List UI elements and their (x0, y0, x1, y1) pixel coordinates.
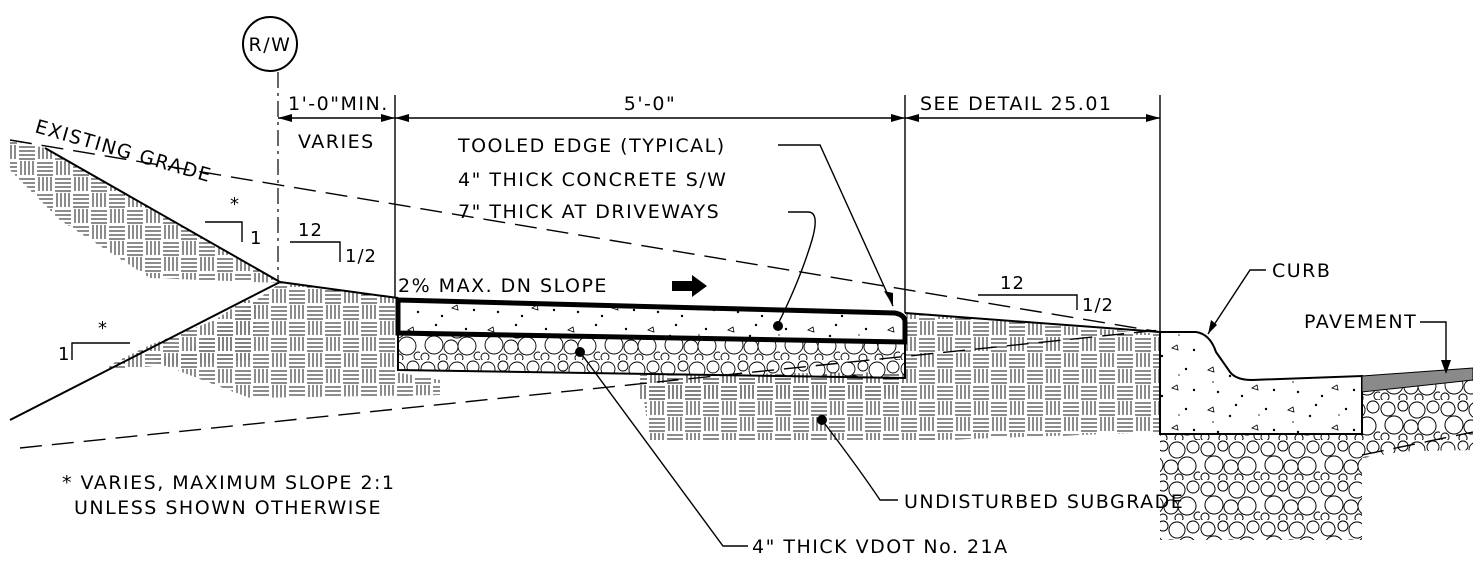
cut-slope-ratio: * 1 (205, 194, 262, 249)
driveways-label: 7" THICK AT DRIVEWAYS (458, 201, 720, 223)
svg-text:1: 1 (58, 344, 70, 365)
pavement-leader (1420, 321, 1447, 372)
subgrade-label: UNDISTURBED SUBGRADE (904, 491, 1184, 513)
concrete-sw-label: 4" THICK CONCRETE S/W (458, 169, 727, 191)
left-grade-ratio: 12 1/2 (290, 220, 377, 267)
sidewalk-outline (395, 297, 908, 345)
tooled-edge-label: TOOLED EDGE (TYPICAL) (457, 135, 726, 157)
vdot-label: 4" THICK VDOT No. 21A (752, 536, 1009, 558)
right-grade-ratio: 12 1/2 (978, 273, 1114, 316)
rw-label: R/W (249, 34, 292, 56)
tooled-edge-leader (778, 144, 894, 307)
curb (1159, 331, 1363, 435)
slope-note: 2% MAX. DN SLOPE (398, 275, 608, 297)
min-offset-dim: 1'-0"MIN. (288, 93, 389, 115)
curb-label: CURB (1272, 260, 1331, 282)
concrete-leader (777, 211, 816, 325)
svg-text:1/2: 1/2 (345, 246, 377, 267)
subgrade-leader (821, 419, 898, 501)
concrete-sidewalk (398, 298, 905, 342)
sidewalk-width-dim: 5'-0" (624, 93, 677, 115)
dimension-lines (278, 95, 1161, 332)
svg-text:12: 12 (298, 220, 323, 241)
fill-slope-ratio: * 1 (58, 318, 130, 365)
see-detail-dim: SEE DETAIL 25.01 (920, 93, 1113, 115)
svg-text:*: * (230, 194, 240, 215)
curb-subbase (1160, 434, 1362, 540)
rw-marker (242, 16, 298, 72)
svg-text:1/2: 1/2 (1082, 295, 1114, 316)
footnote-line-2: UNLESS SHOWN OTHERWISE (74, 497, 382, 519)
pavement-label: PAVEMENT (1304, 311, 1417, 333)
varies-dim: VARIES (298, 131, 375, 153)
svg-text:*: * (98, 318, 108, 339)
curb-leader (1207, 269, 1266, 335)
grade-lines (9, 139, 1473, 456)
slope-direction-arrow (672, 275, 707, 297)
svg-text:1: 1 (250, 228, 262, 249)
footnote-line-1: * VARIES, MAXIMUM SLOPE 2:1 (62, 472, 396, 494)
pavement (1361, 367, 1473, 393)
svg-text:12: 12 (1000, 273, 1025, 294)
vdot-leader (579, 351, 748, 547)
pavement-base (1362, 380, 1473, 455)
